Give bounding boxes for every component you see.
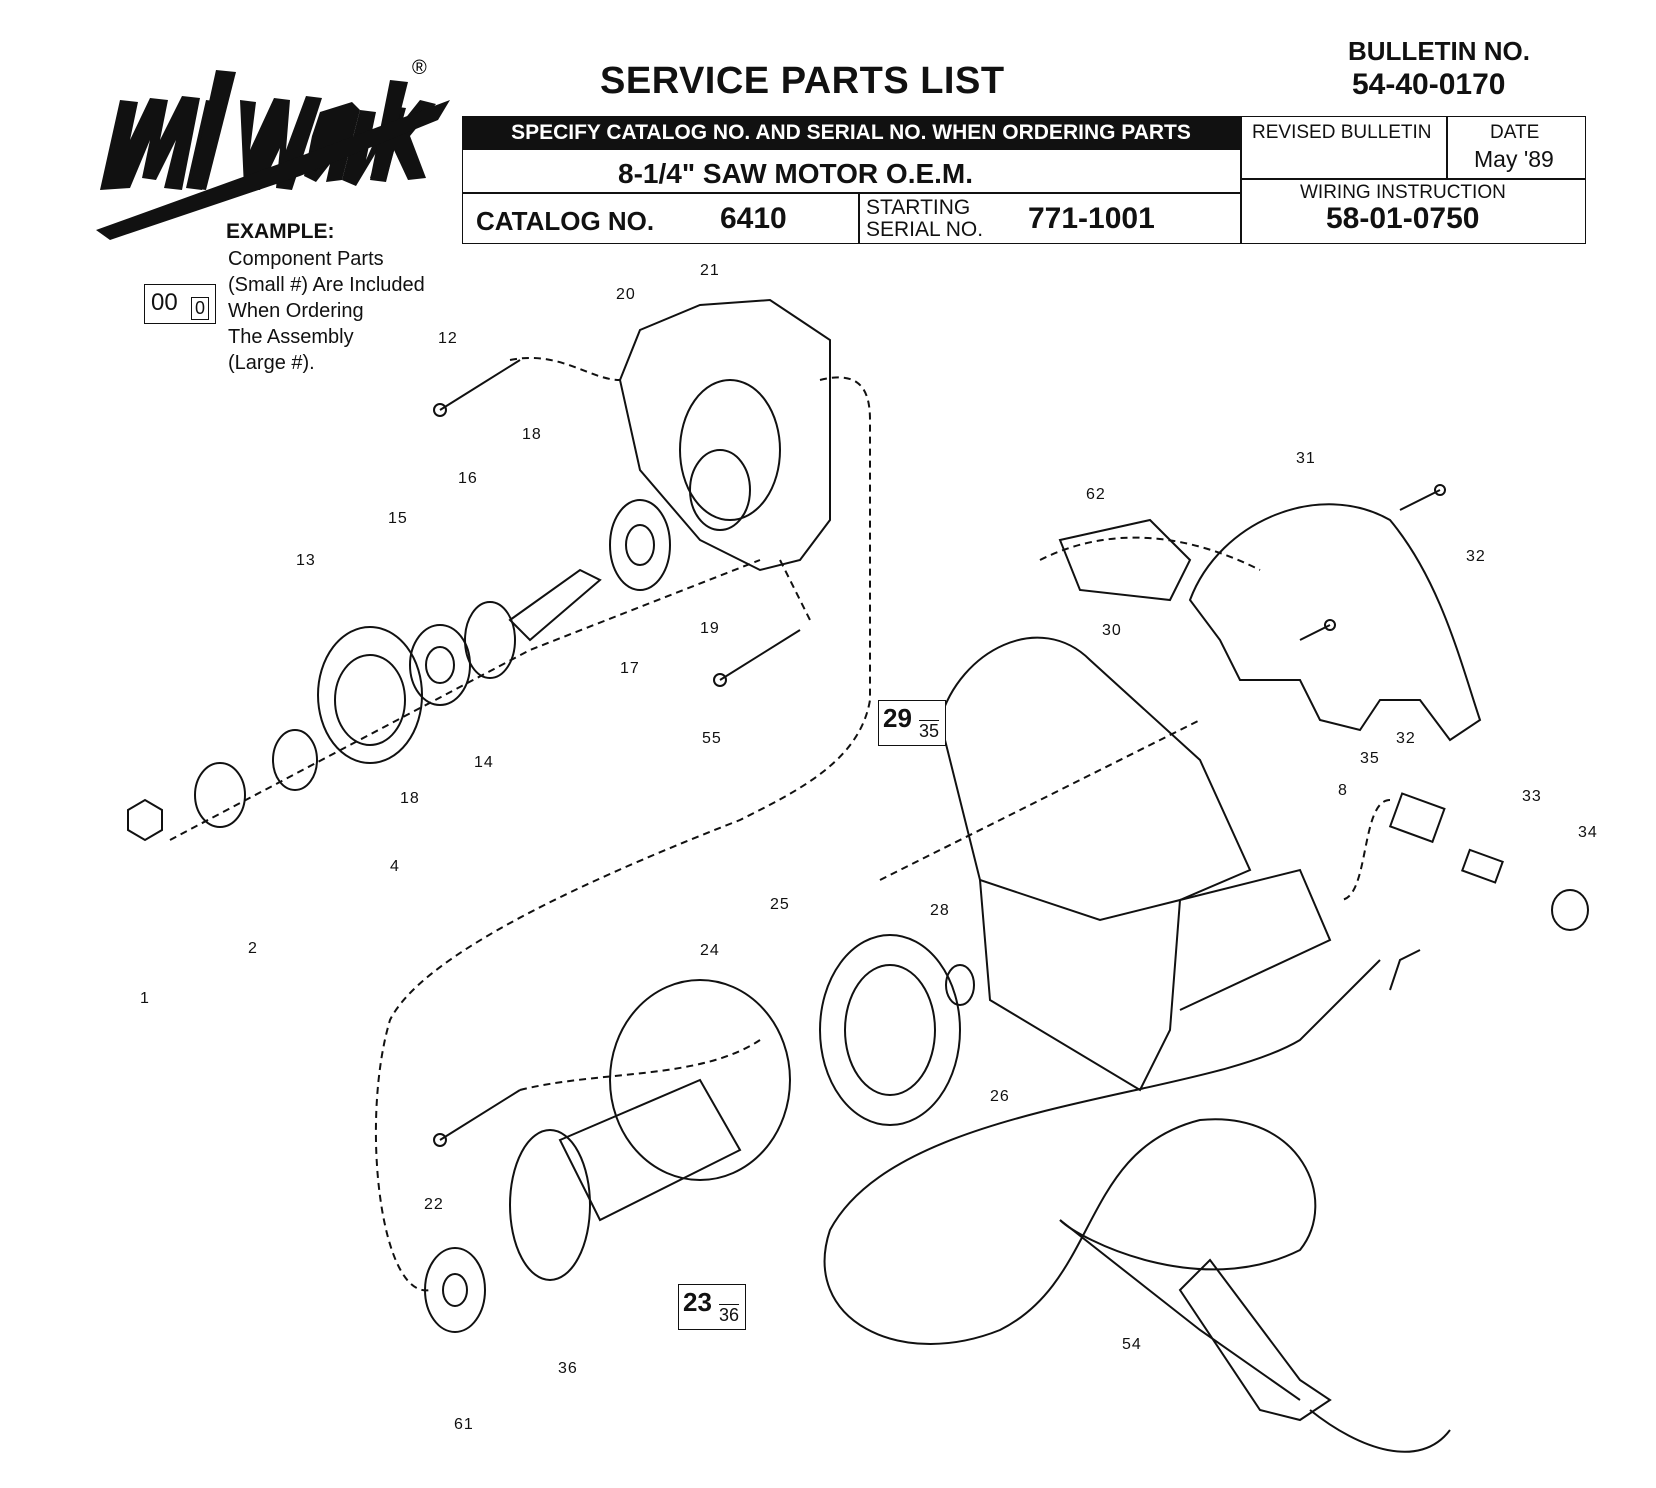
assembly-ref-23-small: 36 [719, 1305, 740, 1325]
example-box-small: 0 [191, 297, 210, 320]
callout-62: 62 [1086, 486, 1106, 503]
callout-33: 33 [1522, 788, 1542, 805]
callout-54: 54 [1122, 1336, 1142, 1353]
date-label: DATE [1490, 122, 1540, 143]
callout-19: 19 [700, 620, 720, 637]
callout-17: 17 [620, 660, 640, 677]
callout-22: 22 [424, 1196, 444, 1213]
specify-bar: SPECIFY CATALOG NO. AND SERIAL NO. WHEN … [462, 116, 1240, 150]
serial-number: 771-1001 [1028, 202, 1155, 235]
example-box-big: 00 [151, 289, 178, 316]
callout-25: 25 [770, 896, 790, 913]
example-label: EXAMPLE: [226, 220, 335, 243]
date-value: May '89 [1474, 146, 1554, 172]
wiring-number: 58-01-0750 [1326, 202, 1480, 235]
callout-15: 15 [388, 510, 408, 527]
catalog-label: CATALOG NO. [476, 206, 655, 236]
callout-20: 20 [616, 286, 636, 303]
wiring-label: WIRING INSTRUCTION [1300, 182, 1506, 203]
assembly-ref-29: 29 35 [878, 700, 946, 746]
product-name: 8-1/4" SAW MOTOR O.E.M. [618, 158, 974, 189]
callout-26: 26 [990, 1088, 1010, 1105]
callout-12: 12 [438, 330, 458, 347]
callout-13: 13 [296, 552, 316, 569]
catalog-number: 6410 [720, 202, 787, 235]
callout-28: 28 [930, 902, 950, 919]
bulletin-number: 54-40-0170 [1352, 68, 1506, 101]
callout-61: 61 [454, 1416, 474, 1433]
callout-34: 34 [1578, 824, 1598, 841]
starting-label: STARTING [866, 196, 971, 219]
callout-14: 14 [474, 754, 494, 771]
serial-label: SERIAL NO. [866, 218, 984, 241]
page-title: SERVICE PARTS LIST [600, 60, 1005, 102]
assembly-ref-29-big: 29 [883, 703, 912, 733]
callout-4: 4 [390, 858, 400, 875]
registered-mark: ® [412, 57, 427, 79]
bulletin-label: BULLETIN NO. [1348, 36, 1530, 66]
callout-32-top: 32 [1466, 548, 1486, 565]
callout-8: 8 [1338, 782, 1348, 799]
callout-36: 36 [558, 1360, 578, 1377]
assembly-ref-23: 23 36 [678, 1284, 746, 1330]
assembly-ref-23-big: 23 [683, 1287, 712, 1317]
example-text: Component Parts (Small #) Are Included W… [228, 248, 425, 374]
callout-30: 30 [1102, 622, 1122, 639]
callout-55: 55 [702, 730, 722, 747]
revised-bulletin-label: REVISED BULLETIN [1252, 122, 1432, 143]
callout-31: 31 [1296, 450, 1316, 467]
callout-18-top: 18 [522, 426, 542, 443]
callout-18-bottom: 18 [400, 790, 420, 807]
assembly-ref-29-small: 35 [919, 721, 940, 741]
callout-1: 1 [140, 990, 150, 1007]
callout-16: 16 [458, 470, 478, 487]
callout-2: 2 [248, 940, 258, 957]
callout-35: 35 [1360, 750, 1380, 767]
milwaukee-logo: ® [96, 57, 450, 240]
callout-32-bottom: 32 [1396, 730, 1416, 747]
example-box: 00 0 [144, 284, 216, 324]
callout-24: 24 [700, 942, 720, 959]
callout-21: 21 [700, 262, 720, 279]
